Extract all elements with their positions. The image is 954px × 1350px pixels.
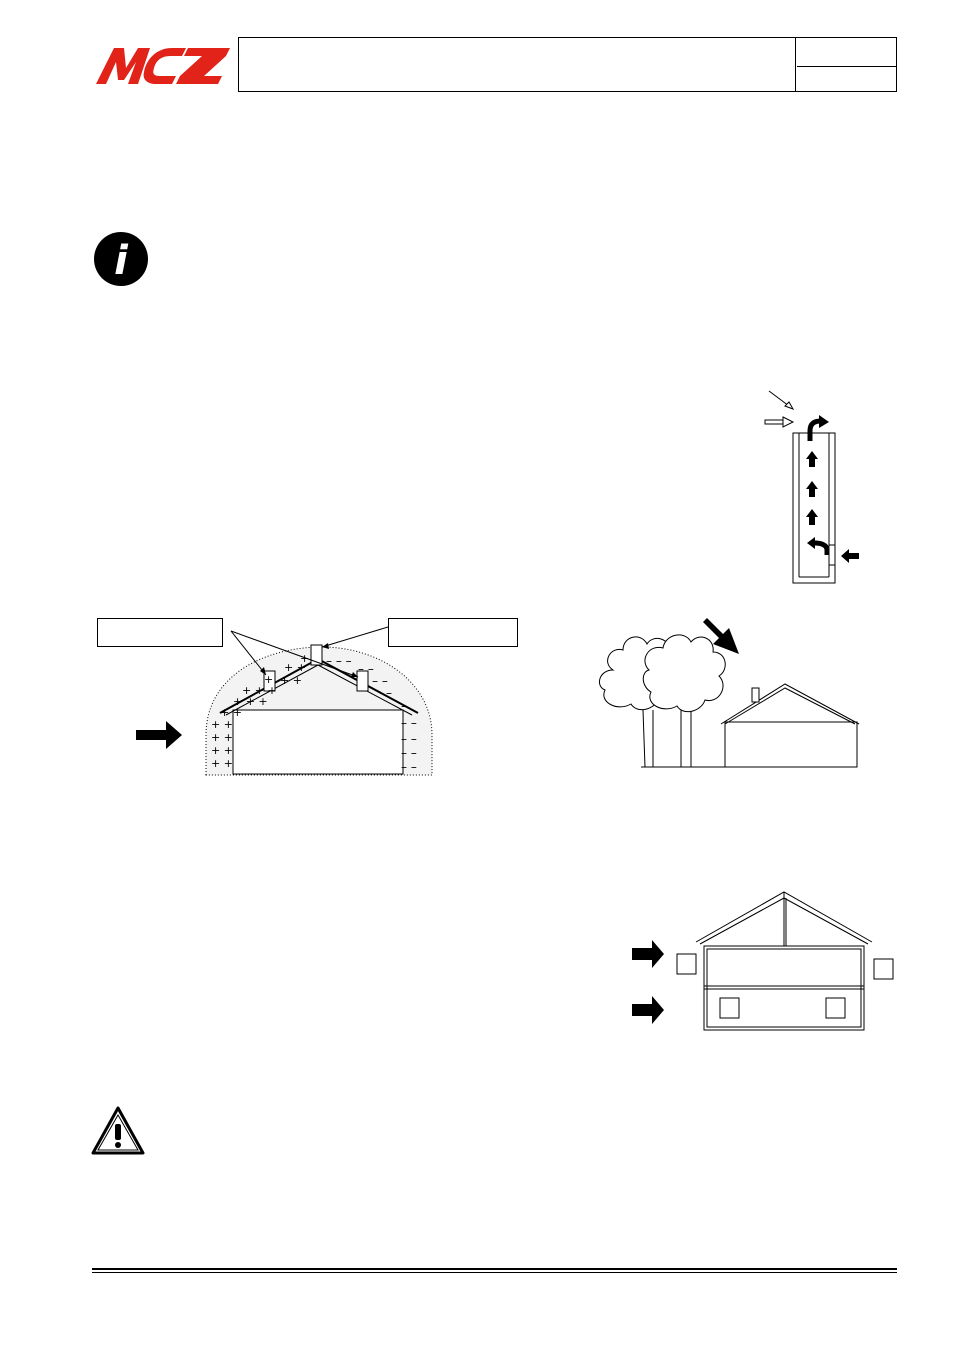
- chimney-draft-diagram: [755, 385, 865, 590]
- svg-text:– –: – –: [401, 746, 417, 760]
- svg-text:+ +: + +: [211, 731, 233, 744]
- svg-text:– –: – –: [372, 674, 388, 688]
- svg-text:+: +: [300, 652, 309, 665]
- svg-text:– –: – –: [358, 662, 374, 676]
- svg-text:– – –: – – –: [326, 654, 352, 668]
- header-page: [797, 67, 896, 91]
- trees-house-diagram: [595, 610, 865, 770]
- footer-rule-thin: [92, 1272, 897, 1273]
- footer-rule: [92, 1268, 897, 1270]
- svg-text:–: –: [401, 699, 407, 713]
- header-title: [239, 38, 796, 91]
- svg-text:– –: – –: [401, 732, 417, 746]
- svg-text:+ +: + +: [280, 674, 302, 687]
- svg-text:+ +: + +: [211, 744, 233, 757]
- roof-label-left: [97, 618, 223, 647]
- mcz-logo-mark: [96, 48, 230, 84]
- info-icon: i: [92, 230, 150, 288]
- svg-text:+ + +: + + +: [233, 695, 268, 708]
- two-storey-house-diagram: [628, 890, 898, 1040]
- header-box: [238, 37, 897, 92]
- svg-text:i: i: [114, 238, 129, 284]
- svg-text:+ +: + +: [211, 718, 233, 731]
- warning-icon: [90, 1105, 146, 1157]
- svg-text:–: –: [386, 686, 392, 700]
- svg-text:+: +: [264, 673, 273, 686]
- roof-pressure-diagram: + + + + + + + + + + + + + + + + + + + + …: [96, 615, 526, 780]
- svg-text:+ +: + +: [211, 757, 233, 770]
- svg-text:+ +: + +: [220, 706, 242, 719]
- header-code: [797, 38, 896, 67]
- mcz-logo: [92, 40, 232, 88]
- svg-text:– –: – –: [401, 760, 417, 774]
- roof-label-right: [388, 618, 518, 647]
- svg-text:– –: – –: [401, 716, 417, 730]
- svg-text:+ + +: + + +: [242, 684, 277, 697]
- svg-text:+ +: + +: [284, 661, 306, 674]
